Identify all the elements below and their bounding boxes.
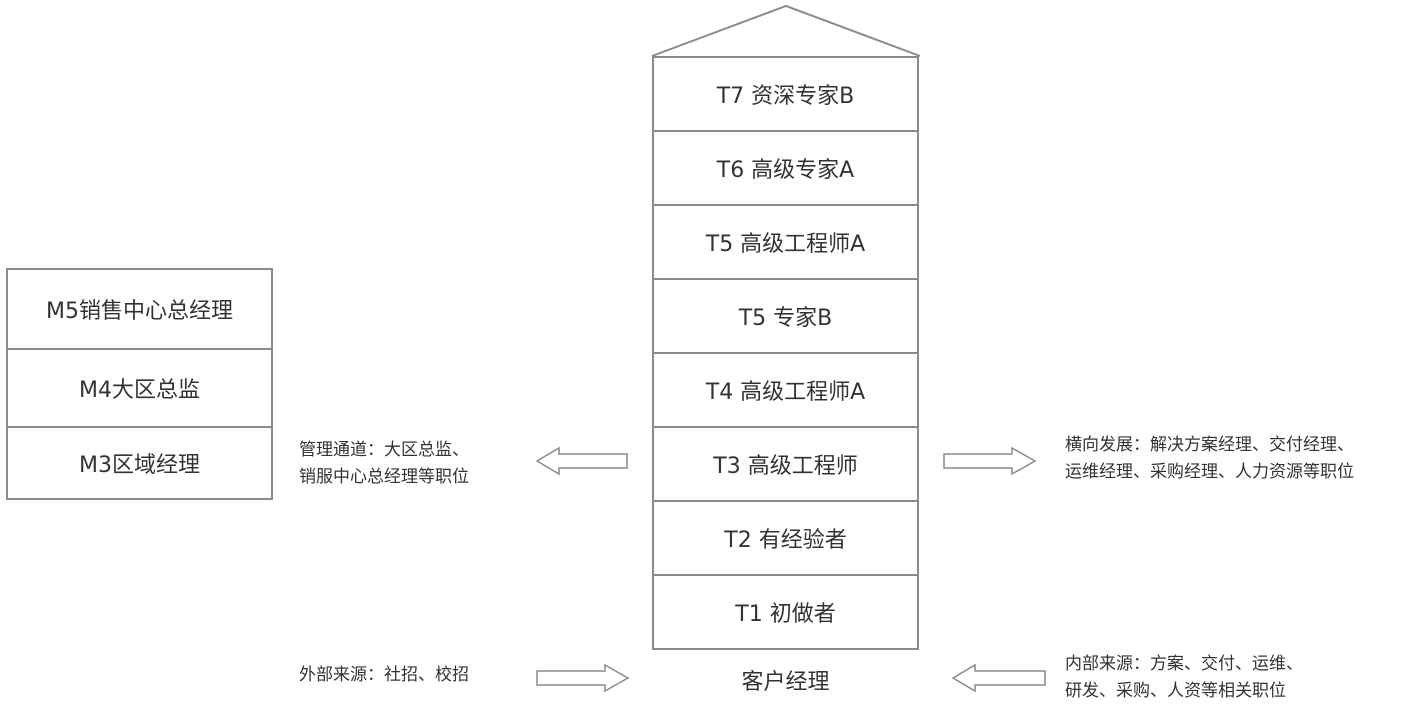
tower-level-t5b: T5 专家B <box>654 280 917 354</box>
tower-level-t3: T3 高级工程师 <box>654 428 917 502</box>
note-line: 外部来源：社招、校招 <box>299 665 469 685</box>
management-track-box: M5销售中心总经理 M4大区总监 M3区域经理 <box>6 268 273 500</box>
note-line: 管理通道：大区总监、 <box>299 440 469 460</box>
tower-level-t7: T7 资深专家B <box>654 58 917 132</box>
technical-career-tower: T7 资深专家B T6 高级专家A T5 高级工程师A T5 专家B T4 高级… <box>652 56 919 650</box>
arrow-right-icon <box>536 663 630 693</box>
note-line: 运维经理、采购经理、人力资源等职位 <box>1065 462 1354 482</box>
note-line: 研发、采购、人资等相关职位 <box>1065 681 1286 701</box>
management-level-m5: M5销售中心总经理 <box>8 270 271 350</box>
note-line: 横向发展：解决方案经理、交付经理、 <box>1065 435 1354 455</box>
arrow-left-icon <box>951 663 1046 693</box>
tower-level-t1: T1 初做者 <box>735 602 836 627</box>
external-source-note: 外部来源：社招、校招 <box>299 662 469 689</box>
tower-level-t5a: T5 高级工程师A <box>654 206 917 280</box>
internal-source-note: 内部来源：方案、交付、运维、 研发、采购、人资等相关职位 <box>1065 651 1303 705</box>
management-channel-note: 管理通道：大区总监、 销服中心总经理等职位 <box>299 437 469 491</box>
arrow-left-icon <box>535 446 628 476</box>
tower-roof <box>651 4 921 57</box>
note-line: 内部来源：方案、交付、运维、 <box>1065 654 1303 674</box>
lateral-development-note: 横向发展：解决方案经理、交付经理、 运维经理、采购经理、人力资源等职位 <box>1065 432 1354 486</box>
tower-base-label: 客户经理 <box>741 670 830 695</box>
note-line: 销服中心总经理等职位 <box>299 467 469 487</box>
management-level-m4: M4大区总监 <box>8 350 271 428</box>
management-level-m3: M3区域经理 <box>79 453 200 478</box>
tower-level-t4: T4 高级工程师A <box>654 354 917 428</box>
tower-level-t6: T6 高级专家A <box>654 132 917 206</box>
arrow-right-icon <box>943 446 1037 476</box>
tower-level-t2: T2 有经验者 <box>654 502 917 576</box>
